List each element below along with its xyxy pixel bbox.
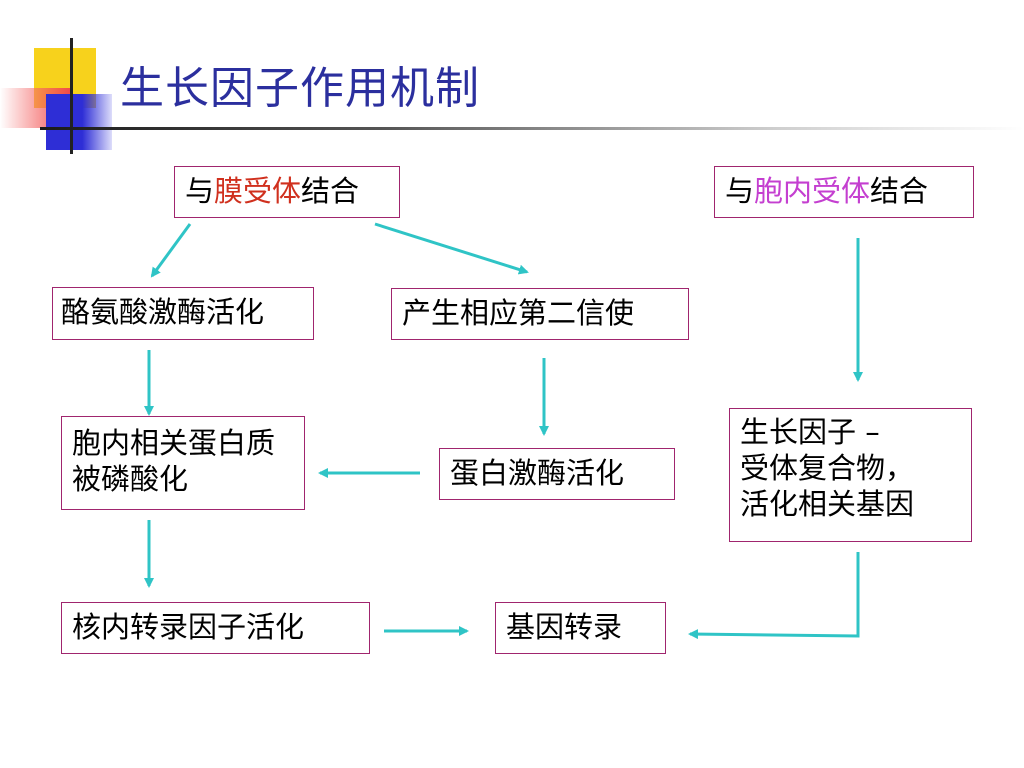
arrow-membrane-to-tyrosine — [150, 223, 192, 278]
node-tyrosine-kinase-activation: 酪氨酸激酶活化 — [52, 287, 314, 340]
gene-transcription-label: 基因转录 — [506, 610, 623, 644]
intracellular-prefix: 与 — [725, 174, 755, 208]
arrow-complex-to-gene — [688, 552, 860, 640]
node-protein-kinase-activation: 蛋白激酶活化 — [439, 448, 675, 500]
transcription-factor-label: 核内转录因子活化 — [72, 610, 305, 644]
membrane-suffix: 结合 — [301, 174, 360, 208]
node-protein-phosphorylation: 胞内相关蛋白质被磷酸化 — [61, 416, 305, 510]
node-gene-transcription: 基因转录 — [495, 602, 666, 654]
intracellular-suffix: 结合 — [870, 174, 929, 208]
complex-line-2: 受体复合物， — [740, 451, 915, 485]
membrane-prefix: 与 — [185, 174, 215, 208]
node-nuclear-transcription-factor: 核内转录因子活化 — [61, 602, 370, 654]
tyrosine-kinase-label: 酪氨酸激酶活化 — [61, 295, 265, 329]
node-growth-factor-receptor-complex: 生长因子 – 受体复合物， 活化相关基因 — [729, 408, 972, 542]
membrane-receptor-highlight: 膜受体 — [214, 174, 302, 208]
protein-kinase-label: 蛋白激酶活化 — [450, 456, 625, 490]
deco-blue-square — [46, 94, 112, 150]
protein-phosphorylation-label: 胞内相关蛋白质被磷酸化 — [72, 426, 276, 496]
title-divider — [40, 127, 1024, 130]
node-intracellular-receptor-binding: 与胞内受体结合 — [714, 166, 974, 218]
deco-vertical-line — [70, 38, 73, 154]
complex-line-3: 活化相关基因 — [740, 487, 915, 521]
complex-line-1: 生长因子 – — [740, 415, 880, 449]
node-second-messenger: 产生相应第二信使 — [391, 288, 689, 340]
second-messenger-label: 产生相应第二信使 — [402, 296, 635, 330]
intracellular-receptor-highlight: 胞内受体 — [754, 174, 871, 208]
node-membrane-receptor-binding: 与膜受体结合 — [174, 166, 400, 218]
arrow-membrane-to-second-messenger — [374, 222, 529, 275]
page-title: 生长因子作用机制 — [120, 63, 480, 114]
